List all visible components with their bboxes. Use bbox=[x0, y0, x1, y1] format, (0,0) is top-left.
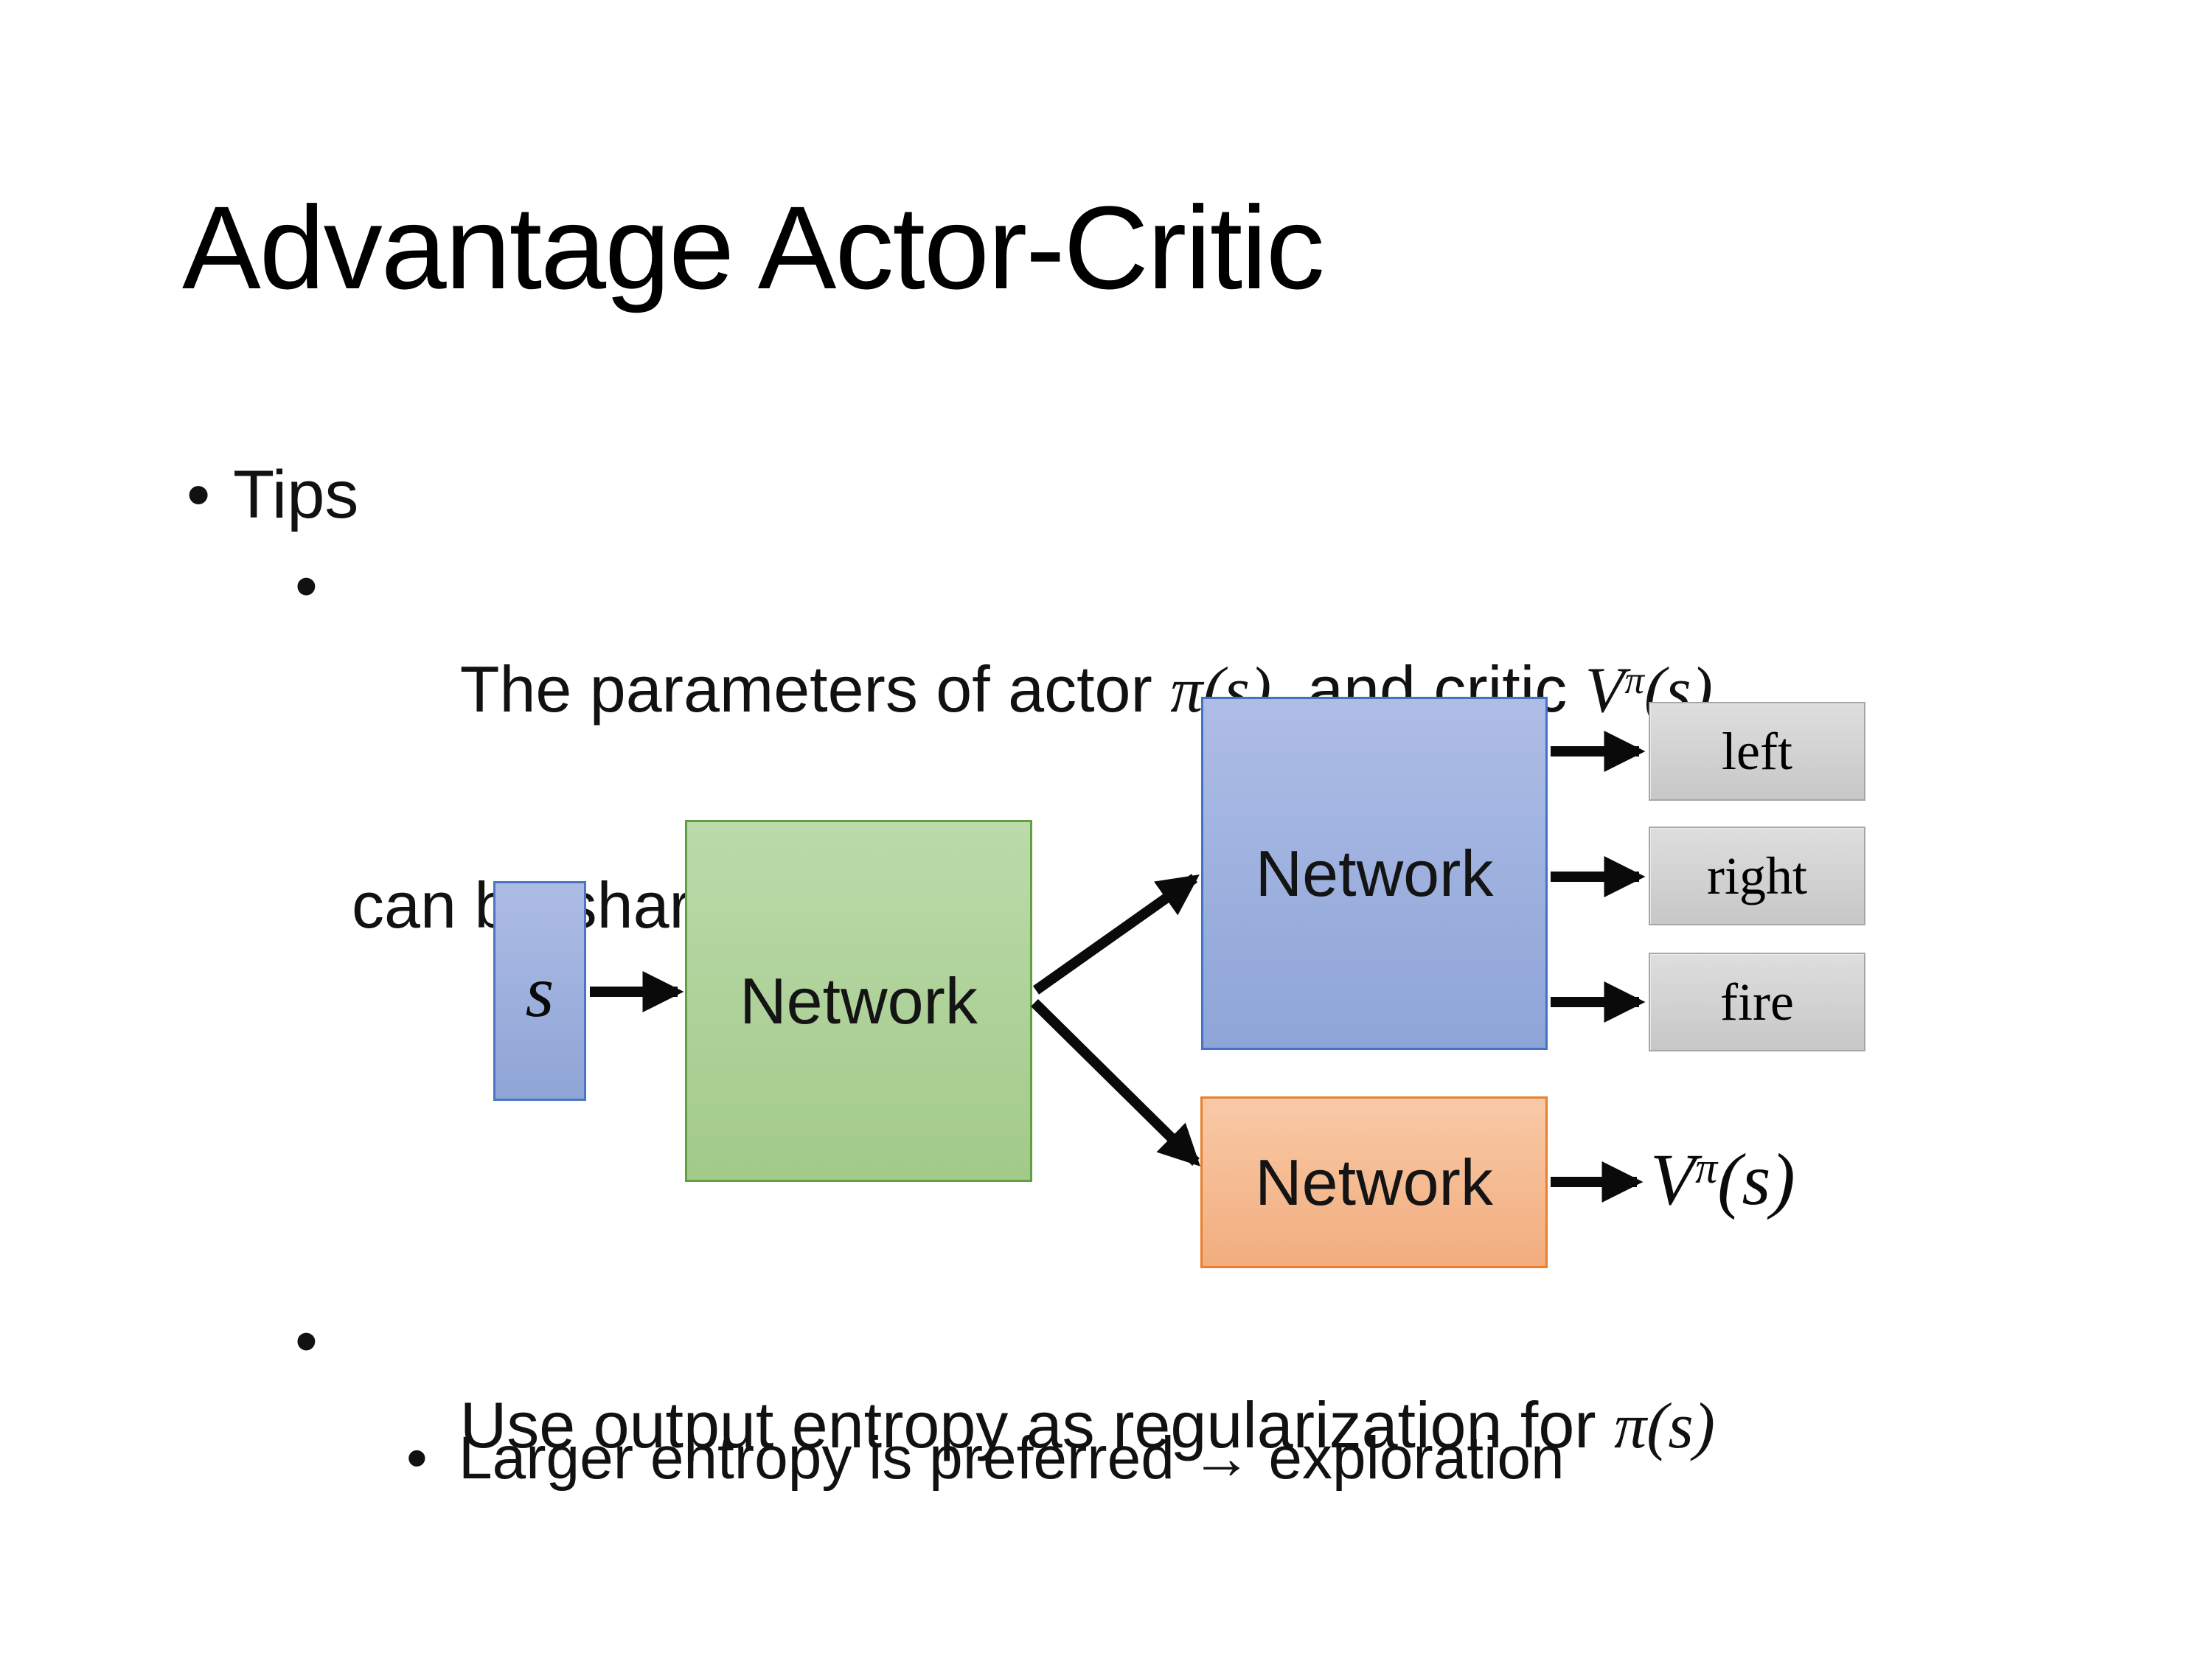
state-input-box: s bbox=[493, 881, 586, 1101]
exploration-text: Larger entropy is preferred → exploratio… bbox=[459, 1425, 1565, 1492]
critic-output-args: (s) bbox=[1717, 1138, 1795, 1220]
critic-network-label: Network bbox=[1255, 1145, 1493, 1219]
shared-params-t1: The parameters of actor bbox=[459, 653, 1171, 726]
actor-network-label: Network bbox=[1255, 836, 1494, 910]
entropy-pi-s-math: π(s) bbox=[1614, 1391, 1715, 1463]
action-box-left: left bbox=[1649, 702, 1865, 801]
bullet-dot: • bbox=[187, 457, 211, 532]
action-label-fire: fire bbox=[1720, 972, 1794, 1032]
critic-output-label: Vπ(s) bbox=[1650, 1139, 1795, 1220]
state-input-label: s bbox=[525, 950, 554, 1032]
critic-v-math: Vπ(s) bbox=[1585, 655, 1713, 726]
action-box-fire: fire bbox=[1649, 953, 1865, 1051]
bullet-dot: • bbox=[295, 549, 318, 622]
actor-network-box: Network bbox=[1201, 697, 1548, 1050]
v-superscript-pi: π bbox=[1624, 658, 1644, 702]
critic-network-box: Network bbox=[1200, 1096, 1548, 1268]
shared-network-box: Network bbox=[685, 820, 1032, 1182]
slide-title: Advantage Actor-Critic bbox=[182, 181, 1325, 313]
shared-network-label: Network bbox=[740, 964, 978, 1037]
bullet-dot: • bbox=[406, 1425, 428, 1492]
critic-output-v: V bbox=[1650, 1138, 1696, 1220]
bullet-item-entropy: • Use output entropy as regularization f… bbox=[295, 1299, 1715, 1554]
bullet-item-exploration: • Larger entropy is preferred → explorat… bbox=[406, 1419, 1565, 1498]
bullet-dot: • bbox=[295, 1304, 318, 1377]
entropy-t1: Use output entropy as regularization for bbox=[459, 1388, 1615, 1462]
v-symbol: V bbox=[1585, 655, 1625, 726]
entropy-text: Use output entropy as regularization for… bbox=[352, 1299, 1715, 1554]
critic-output-superscript-pi: π bbox=[1695, 1144, 1718, 1193]
tips-label: Tips bbox=[233, 457, 359, 532]
bullet-item-tips: • Tips bbox=[187, 451, 358, 540]
action-label-right: right bbox=[1707, 846, 1807, 905]
action-label-left: left bbox=[1722, 721, 1792, 781]
action-box-right: right bbox=[1649, 827, 1865, 925]
